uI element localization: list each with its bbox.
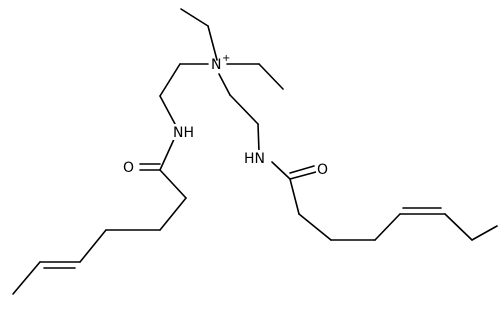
bond	[159, 63, 181, 97]
bond	[207, 25, 218, 61]
bond	[257, 123, 260, 153]
bond	[159, 95, 176, 125]
bond	[298, 213, 332, 241]
right-ethylene-linker	[218, 73, 260, 153]
left-ethylene-linker	[159, 63, 209, 125]
bond	[258, 63, 284, 90]
nitrogen-cation-label: N	[211, 57, 221, 73]
bond	[159, 197, 187, 231]
ethyl-group-upper	[180, 8, 218, 61]
amide-nh-label-right: HN	[244, 151, 265, 167]
carbonyl-o-label-right: O	[317, 162, 328, 178]
carbonyl-bond	[289, 165, 315, 174]
bond	[12, 261, 41, 295]
bond	[79, 229, 107, 263]
bond	[229, 94, 259, 125]
bond	[289, 178, 300, 215]
right-amide-chain	[271, 161, 498, 241]
bond	[180, 8, 209, 27]
bond	[444, 213, 473, 241]
positive-charge-label: +	[222, 53, 230, 64]
bond	[471, 225, 498, 241]
atom-label-nh-left: NH	[172, 124, 196, 141]
bond	[218, 73, 231, 96]
amide-nh-label-left: NH	[173, 125, 194, 141]
left-amide-chain	[12, 136, 187, 295]
carbonyl-o-label-left: O	[123, 160, 134, 176]
bond	[159, 136, 176, 171]
atom-label-n-plus: N +	[211, 53, 230, 73]
atom-label-o-right: O	[316, 161, 330, 178]
bond	[271, 161, 291, 180]
bond	[374, 213, 401, 241]
ethyl-group-right	[226, 63, 284, 90]
bond	[159, 169, 187, 199]
carbonyl-bond	[289, 171, 317, 180]
atom-label-nh-right: HN	[243, 150, 269, 167]
atom-label-o-left: O	[122, 159, 136, 176]
